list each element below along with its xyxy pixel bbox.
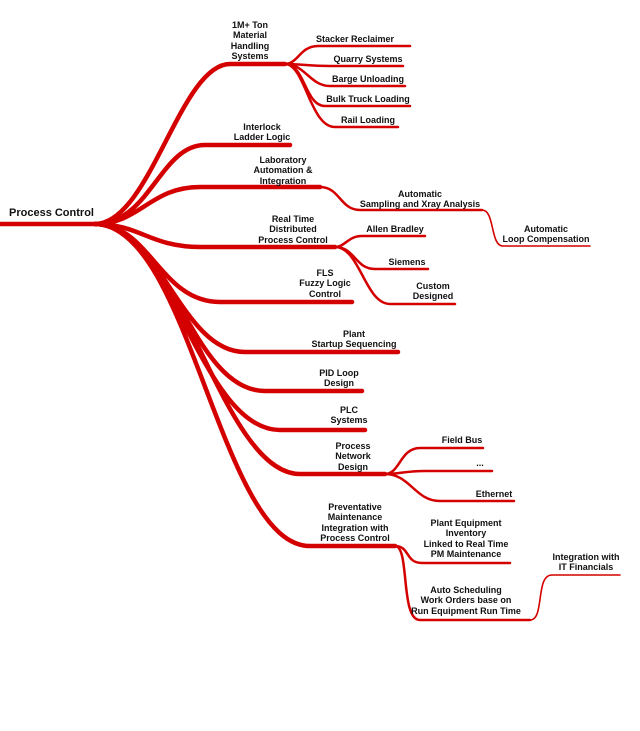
- node-ethernet[interactable]: Ethernet: [475, 489, 513, 499]
- node-maintenance[interactable]: Preventative Maintenance Integration wit…: [320, 502, 390, 544]
- branch-sampling: [318, 185, 484, 212]
- node-scheduling[interactable]: Auto Scheduling Work Orders base on Run …: [411, 585, 521, 616]
- node-it-financials[interactable]: Integration with IT Financials: [552, 552, 620, 573]
- root-node-label[interactable]: Process Control: [9, 207, 94, 219]
- node-sampling[interactable]: Automatic Sampling and Xray Analysis: [359, 189, 481, 210]
- node-field-bus[interactable]: Field Bus: [441, 435, 483, 445]
- branch-custom: [333, 245, 457, 306]
- node-startup[interactable]: Plant Startup Sequencing: [311, 329, 397, 350]
- node-fls[interactable]: FLS Fuzzy Logic Control: [299, 268, 351, 299]
- node-pid[interactable]: PID Loop Design: [319, 368, 359, 389]
- branch-loop-comp: [481, 209, 591, 247]
- node-siemens[interactable]: Siemens: [388, 257, 426, 267]
- node-laboratory[interactable]: Laboratory Automation & Integration: [253, 155, 313, 186]
- node-loop-compensation[interactable]: Automatic Loop Compensation: [502, 224, 590, 245]
- node-barge-unloading[interactable]: Barge Unloading: [331, 74, 404, 84]
- branch-maintenance: [92, 221, 398, 549]
- node-custom-designed[interactable]: Custom Designed: [412, 281, 454, 302]
- node-interlock[interactable]: Interlock Ladder Logic: [233, 122, 291, 143]
- node-realtime[interactable]: Real Time Distributed Process Control: [258, 214, 328, 245]
- node-material[interactable]: 1M+ Ton Material Handling Systems: [230, 20, 270, 62]
- node-plc[interactable]: PLC Systems: [330, 405, 368, 426]
- branch-laboratory: [92, 184, 323, 227]
- branch-scheduling: [393, 544, 532, 622]
- node-allen-bradley[interactable]: Allen Bradley: [366, 224, 424, 234]
- node-stacker-reclaimer[interactable]: Stacker Reclaimer: [315, 34, 395, 44]
- node-network[interactable]: Process Network Design: [335, 441, 371, 472]
- node-inventory[interactable]: Plant Equipment Inventory Linked to Real…: [423, 518, 509, 560]
- node-bulk-truck-loading[interactable]: Bulk Truck Loading: [326, 94, 410, 104]
- branch-material: [92, 61, 288, 227]
- branch-financials: [529, 574, 621, 621]
- node-quarry-systems[interactable]: Quarry Systems: [333, 54, 403, 64]
- branch-ethernet: [383, 472, 516, 503]
- node-ellipsis[interactable]: ...: [476, 458, 484, 468]
- branch-plc: [92, 221, 368, 433]
- branch-rail: [283, 62, 400, 129]
- node-rail-loading[interactable]: Rail Loading: [341, 115, 395, 125]
